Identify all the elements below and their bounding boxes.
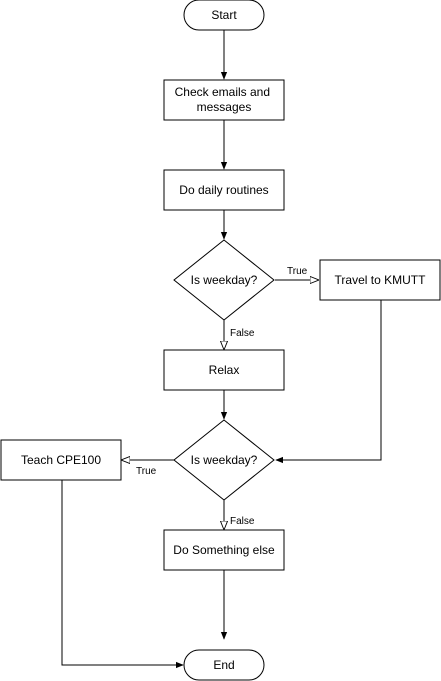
node-teach[interactable]: Teach CPE100 bbox=[0, 439, 122, 481]
node-relax-label: Relax bbox=[209, 363, 240, 377]
node-check-emails[interactable]: Check emails and messages bbox=[163, 79, 285, 121]
node-teach-label: Teach CPE100 bbox=[21, 453, 101, 467]
node-something-else-label: Do Something else bbox=[173, 543, 275, 557]
node-start-label: Start bbox=[211, 8, 237, 22]
node-decision-2[interactable]: Is weekday? bbox=[173, 419, 275, 501]
edge-teach-to-end bbox=[61, 480, 184, 669]
svg-text:Check emails and message: Check emails and messages bbox=[175, 85, 274, 114]
edge-label-decision-2-true: True bbox=[136, 466, 157, 477]
edge-label-decision-2-false: False bbox=[230, 516, 255, 527]
node-travel[interactable]: Travel to KMUTT bbox=[319, 259, 441, 301]
node-decision-1[interactable]: Is weekday? bbox=[173, 239, 275, 321]
edge-travel-to-decision-2 bbox=[275, 300, 382, 464]
node-check-emails-label-line-2: messages bbox=[197, 100, 252, 114]
node-travel-label: Travel to KMUTT bbox=[335, 273, 427, 287]
node-decision-1-label: Is weekday? bbox=[191, 273, 258, 287]
node-check-emails-label-line-1: Check emails and bbox=[175, 85, 270, 99]
node-start[interactable]: Start bbox=[183, 0, 265, 31]
edge-label-decision-1-true: True bbox=[287, 266, 308, 277]
node-end[interactable]: End bbox=[183, 649, 265, 681]
node-relax[interactable]: Relax bbox=[163, 349, 285, 391]
node-end-label: End bbox=[213, 658, 234, 672]
node-daily-routines-label: Do daily routines bbox=[179, 183, 268, 197]
node-something-else[interactable]: Do Something else bbox=[163, 529, 285, 571]
edge-label-decision-1-false: False bbox=[230, 328, 255, 339]
node-daily-routines[interactable]: Do daily routines bbox=[163, 169, 285, 211]
node-decision-2-label: Is weekday? bbox=[191, 453, 258, 467]
